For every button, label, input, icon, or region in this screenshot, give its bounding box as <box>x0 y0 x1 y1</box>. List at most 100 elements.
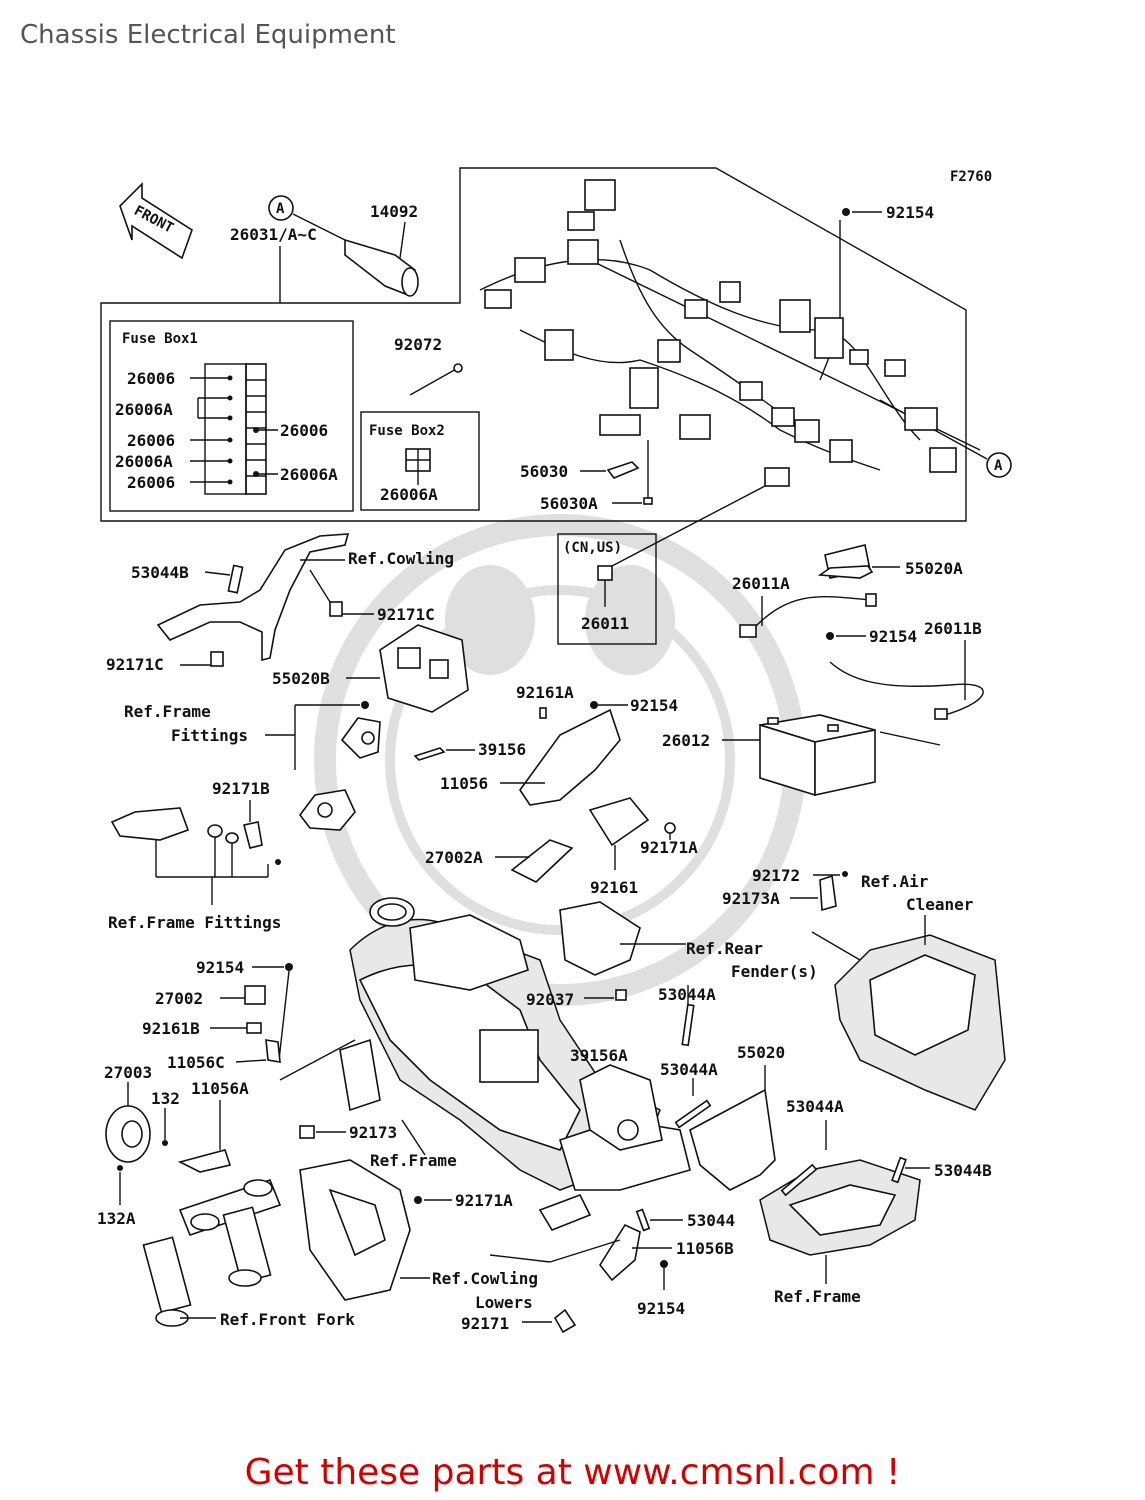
part-number-label: Fender(s) <box>731 962 818 981</box>
rear-fender-bracket-icon <box>559 901 686 1001</box>
part-number-label: 92171A <box>455 1191 513 1210</box>
fuse-box1-label: 26006 <box>127 369 175 388</box>
part-number-label: 92161B <box>142 1019 200 1038</box>
part-number-label: 92171B <box>212 779 270 798</box>
ecu-bracket-icon <box>495 701 676 883</box>
part-number-label: 92037 <box>526 990 574 1009</box>
part-number-label: 92171C <box>106 655 164 674</box>
fuse-box1-label: 26006 <box>127 431 175 450</box>
part-number-label: 14092 <box>370 202 418 221</box>
part-number-label: Ref.Air <box>861 872 928 891</box>
part-number-label: 53044B <box>131 563 189 582</box>
screw-icon <box>842 208 882 216</box>
fuse-box1-label: 26006A <box>115 400 173 419</box>
bracket-icon <box>156 533 374 667</box>
parts-diagram: F2760 FRONT A A <box>97 167 1012 1334</box>
fuse-box1-label: 26006A <box>115 452 173 471</box>
plate-icon <box>346 624 469 713</box>
fuse-box2-title: Fuse Box2 <box>369 423 445 439</box>
part-number-label: 55020 <box>737 1043 785 1062</box>
part-number-label: 92154 <box>196 958 244 977</box>
part-number-label: 92173A <box>722 889 780 908</box>
fuse-box2-label: 26006A <box>380 485 438 504</box>
cn-us-box: (CN,US) 26011 <box>557 485 766 645</box>
part-number-label: 92171C <box>377 605 435 624</box>
part-number-label: 53044B <box>934 1161 992 1180</box>
pad-part-icon <box>580 440 653 505</box>
part-number-label: Ref.Frame Fittings <box>108 913 281 932</box>
cable-tie-icon <box>409 363 463 396</box>
ref-marker-a-left: A <box>268 195 346 241</box>
part-number-label: 11056 <box>440 774 488 793</box>
front-arrow-icon: FRONT <box>119 182 193 260</box>
rear-frame-icon <box>759 1120 930 1284</box>
footer-link-text[interactable]: Get these parts at www.cmsnl.com ! <box>244 1452 901 1493</box>
battery-icon <box>722 714 941 797</box>
part-number-label: 92072 <box>394 335 442 354</box>
part-number-label: 53044A <box>658 985 716 1004</box>
part-number-label: 92172 <box>752 866 800 885</box>
svg-text:A: A <box>994 458 1003 474</box>
part-number-label: 92171A <box>640 838 698 857</box>
cowling-lower-icon <box>299 1119 452 1301</box>
cn-us-title: (CN,US) <box>563 540 622 556</box>
part-number-label: 39156 <box>478 740 526 759</box>
part-number-label: 26011A <box>732 574 790 593</box>
part-number-label: 92154 <box>630 696 678 715</box>
part-number-label: 92161A <box>516 683 574 702</box>
part-number-label: 39156A <box>570 1046 628 1065</box>
part-number-label: 92154 <box>637 1299 685 1318</box>
part-number-label: 53044A <box>786 1097 844 1116</box>
part-number-label: Cleaner <box>906 895 973 914</box>
fuse-box1: Fuse Box1 26006 26006A 26006 26006A 2600… <box>109 320 354 512</box>
part-number-label: 132 <box>151 1089 180 1108</box>
part-number-label: Fittings <box>171 726 248 745</box>
figure-code: F2760 <box>950 169 992 185</box>
page-title: Chassis Electrical Equipment <box>20 20 396 50</box>
fuse-box1-title: Fuse Box1 <box>122 331 198 347</box>
air-cleaner-icon <box>790 871 1006 1111</box>
part-number-label: 26011B <box>924 619 982 638</box>
part-number-label: 92154 <box>886 203 934 222</box>
fuse-box1-label: 26006 <box>280 421 328 440</box>
part-number-label: Ref.Front Fork <box>220 1310 355 1329</box>
harness-group-border <box>100 167 967 522</box>
part-number-label: 53044A <box>660 1060 718 1079</box>
part-number-label: 11056B <box>676 1239 734 1258</box>
part-number-label: Ref.Frame <box>124 702 211 721</box>
part-number-label: 55020A <box>905 559 963 578</box>
wiring-harness-icon <box>479 179 981 487</box>
frame-fitting-icon <box>265 701 475 831</box>
main-frame-icon <box>339 897 691 1231</box>
part-labels: 14092 26031/A~C 92154 92072 56030 56030A… <box>97 202 992 1333</box>
part-number-label: 92171 <box>461 1314 509 1333</box>
part-number-label: 92173 <box>349 1123 397 1142</box>
part-number-label: 26031/A~C <box>230 225 317 244</box>
svg-text:A: A <box>276 201 285 217</box>
part-number-label: 55020B <box>272 669 330 688</box>
part-number-label: 27002 <box>155 989 203 1008</box>
part-number-label: Ref.Cowling <box>432 1269 538 1288</box>
horn-icon <box>105 1082 232 1205</box>
part-number-label: 26012 <box>662 731 710 750</box>
part-number-label: Ref.Cowling <box>348 549 454 568</box>
part-number-label: 27002A <box>425 848 483 867</box>
part-number-label: 56030A <box>540 494 598 513</box>
cable-icon <box>739 593 984 720</box>
relay-icon <box>210 963 356 1081</box>
part-number-label: Ref.Frame <box>370 1151 457 1170</box>
part-number-label: 92161 <box>590 878 638 897</box>
fuse-box1-label: 26006A <box>280 465 338 484</box>
fuse-box2: Fuse Box2 26006A <box>360 411 480 511</box>
lower-bracket-icon <box>489 1208 683 1334</box>
mud-plate-icon <box>674 985 776 1191</box>
cover-icon <box>817 544 900 579</box>
side-bracket-icon <box>110 800 281 905</box>
part-number-label: Lowers <box>475 1293 533 1312</box>
part-number-label: Ref.Frame <box>774 1287 861 1306</box>
part-number-label: 56030 <box>520 462 568 481</box>
part-number-label: 132A <box>97 1209 136 1228</box>
part-number-label: 53044 <box>687 1211 735 1230</box>
part-number-label: 27003 <box>104 1063 152 1082</box>
fuse-box1-label: 26006 <box>127 473 175 492</box>
